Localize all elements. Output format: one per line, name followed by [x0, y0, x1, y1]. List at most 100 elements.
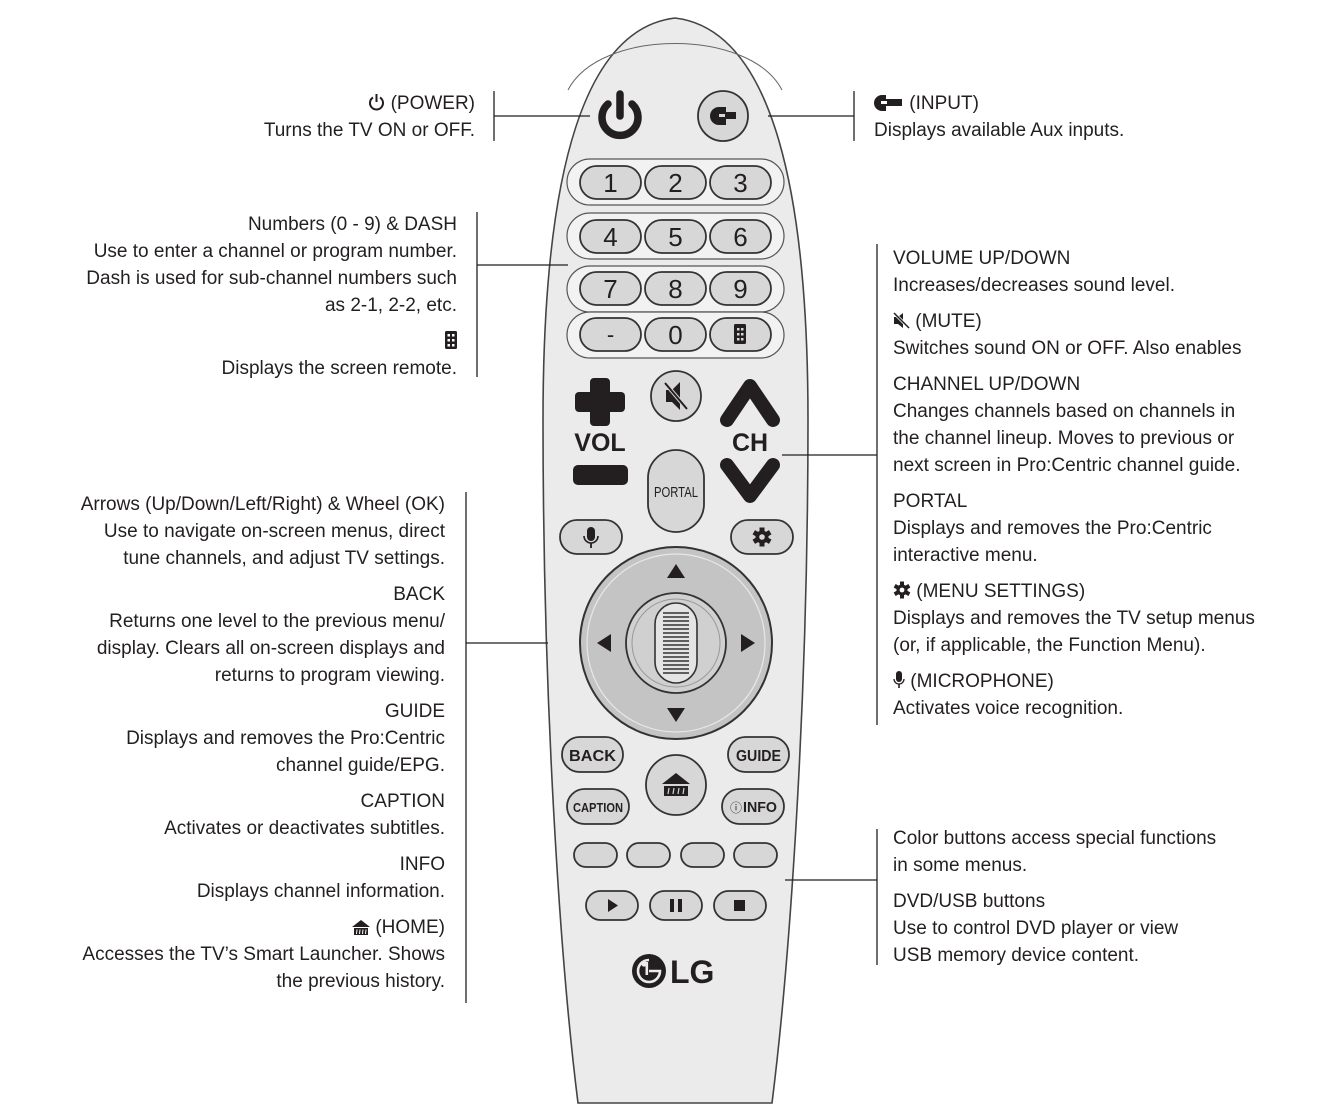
lg-logo: LG — [632, 954, 714, 990]
triangle-down-icon — [667, 708, 685, 722]
ch-label: CH — [732, 429, 768, 457]
numbers-title: Numbers (0 - 9) & DASH — [247, 214, 457, 235]
microphone-icon — [583, 527, 599, 548]
home-button[interactable] — [645, 754, 707, 816]
caption-label: CAPTION — [573, 800, 623, 815]
back-line2: display. Clears all on-screen displays a… — [96, 638, 445, 659]
home-icon — [662, 773, 690, 796]
vol-label: VOL — [574, 429, 625, 457]
info-button[interactable]: ⓘ INFO — [721, 788, 785, 825]
right-main-callouts: VOLUME UP/DOWN Increases/decreases sound… — [893, 245, 1255, 722]
volume-title: VOLUME UP/DOWN — [893, 248, 1071, 269]
caption-button[interactable]: CAPTION — [566, 788, 630, 825]
info-title: INFO — [399, 854, 445, 875]
right-bottom-callouts: Color buttons access special functions i… — [893, 825, 1216, 969]
volume-down-button[interactable] — [573, 465, 628, 485]
pause-button[interactable] — [649, 890, 703, 921]
screen-remote-button[interactable] — [709, 317, 772, 352]
arrow-left-button[interactable] — [597, 634, 611, 652]
gear-icon — [752, 527, 772, 547]
guide-label: GUIDE — [736, 748, 781, 765]
key-0-label: 0 — [668, 320, 682, 350]
key-2[interactable]: 2 — [644, 165, 707, 200]
info-label: INFO — [743, 799, 777, 816]
color-buttons — [573, 842, 778, 868]
guide-title: GUIDE — [384, 701, 445, 722]
guide-button[interactable]: GUIDE — [727, 736, 790, 773]
key-dash[interactable]: - — [579, 317, 642, 352]
key-7[interactable]: 7 — [579, 271, 642, 306]
scroll-wheel[interactable] — [654, 602, 698, 684]
numbers-callout: Numbers (0 - 9) & DASH Use to enter a ch… — [86, 211, 457, 382]
arrow-up-button[interactable] — [667, 564, 685, 578]
number-keypad: 1 2 3 4 5 6 — [566, 158, 785, 359]
arrows-title: Arrows (Up/Down/Left/Right) & Wheel (OK) — [80, 494, 445, 515]
minus-icon — [573, 465, 628, 485]
settings-button[interactable] — [730, 519, 794, 555]
caption-title: CAPTION — [360, 791, 445, 812]
mute-title: (MUTE) — [915, 311, 982, 332]
key-7-label: 7 — [603, 274, 617, 304]
color-button-1[interactable] — [573, 842, 618, 868]
wheel-ok-button[interactable] — [625, 592, 727, 694]
play-button[interactable] — [585, 890, 639, 921]
key-dash-label: - — [607, 322, 614, 347]
arrow-down-button[interactable] — [667, 708, 685, 722]
key-6-label: 6 — [733, 222, 747, 252]
portal-label: PORTAL — [654, 484, 698, 501]
screen-remote-icon — [445, 331, 457, 349]
back-button[interactable]: BACK — [561, 736, 624, 773]
volume-line1: Increases/decreases sound level. — [893, 275, 1175, 296]
back-line1: Returns one level to the previous menu/ — [109, 611, 445, 632]
key-4[interactable]: 4 — [579, 219, 642, 254]
portal-line1: Displays and removes the Pro:Centric — [893, 518, 1212, 539]
play-icon — [608, 899, 618, 912]
portal-button[interactable]: PORTAL — [647, 449, 705, 533]
microphone-icon — [893, 671, 905, 688]
channel-up-button[interactable] — [720, 379, 780, 427]
screen-remote-desc: Displays the screen remote. — [221, 358, 458, 379]
power-callout: (POWER) Turns the TV ON or OFF. — [264, 90, 475, 144]
home-icon — [352, 920, 371, 935]
arrow-right-button[interactable] — [741, 634, 755, 652]
menu-settings-line2: (or, if applicable, the Function Menu). — [893, 635, 1206, 656]
key-8-label: 8 — [668, 274, 682, 304]
pause-icon — [670, 899, 682, 912]
mute-button[interactable] — [650, 370, 702, 422]
dvd-line2: USB memory device content. — [893, 945, 1140, 966]
arrows-line1: Use to navigate on-screen menus, direct — [103, 521, 445, 542]
dvd-line1: Use to control DVD player or view — [893, 918, 1179, 939]
numbers-line3: as 2-1, 2-2, etc. — [324, 295, 457, 316]
input-button[interactable] — [697, 90, 749, 142]
key-5-label: 5 — [668, 222, 682, 252]
power-icon — [598, 90, 642, 140]
microphone-button[interactable] — [559, 519, 623, 555]
color-button-4[interactable] — [733, 842, 778, 868]
lg-brand-text: LG — [670, 954, 714, 990]
caption-line1: Activates or deactivates subtitles. — [164, 818, 445, 839]
key-6[interactable]: 6 — [709, 219, 772, 254]
mute-line1: Switches sound ON or OFF. Also enables — [893, 338, 1242, 359]
key-9[interactable]: 9 — [709, 271, 772, 306]
stop-button[interactable] — [713, 890, 767, 921]
key-0[interactable]: 0 — [644, 317, 707, 352]
power-desc: Turns the TV ON or OFF. — [263, 120, 475, 141]
mute-icon — [893, 312, 910, 329]
color-button-3[interactable] — [680, 842, 725, 868]
channel-line3: next screen in Pro:Centric channel guide… — [893, 455, 1241, 476]
key-8[interactable]: 8 — [644, 271, 707, 306]
key-1[interactable]: 1 — [579, 165, 642, 200]
volume-up-button[interactable] — [575, 378, 625, 426]
navigation-ring — [579, 546, 773, 740]
menu-settings-title: (MENU SETTINGS) — [916, 581, 1086, 602]
key-3[interactable]: 3 — [709, 165, 772, 200]
key-5[interactable]: 5 — [644, 219, 707, 254]
info-prefix-icon: ⓘ — [730, 801, 742, 815]
power-button[interactable] — [598, 90, 642, 140]
color-button-2[interactable] — [626, 842, 671, 868]
channel-title: CHANNEL UP/DOWN — [893, 374, 1081, 395]
color-line1: Color buttons access special functions — [893, 828, 1217, 849]
key-9-label: 9 — [733, 274, 747, 304]
channel-down-button[interactable] — [720, 458, 780, 503]
